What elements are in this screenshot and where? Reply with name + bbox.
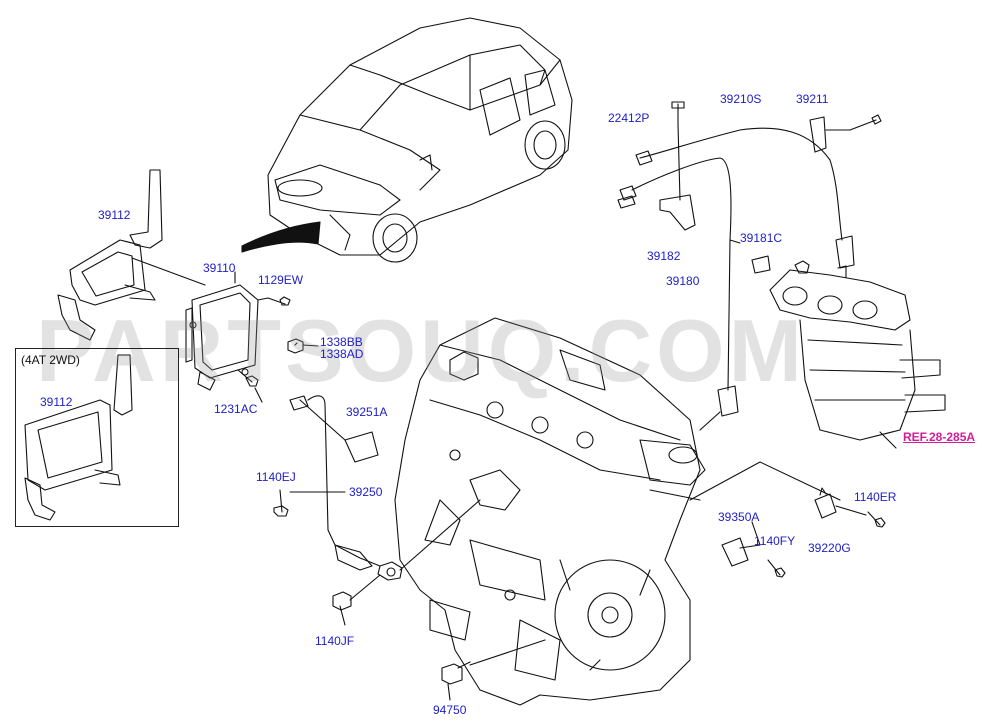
part-label-39112[interactable]: 39112 [98, 208, 131, 222]
inset-frame [15, 348, 179, 527]
part-label-39182[interactable]: 39182 [647, 249, 681, 263]
leader-line [879, 431, 897, 449]
bolt-1140ej-drawing [273, 489, 289, 517]
knock-sensor-harness-drawing [289, 395, 403, 581]
bolt-1231ac-drawing [237, 369, 259, 387]
bolt-1140jf-drawing [332, 591, 352, 626]
part-label-39210s[interactable]: 39210S [720, 92, 762, 106]
part-label-39250[interactable]: 39250 [349, 485, 383, 499]
part-label-39112-inset[interactable]: 39112 [40, 395, 73, 409]
part-label-39220g[interactable]: 39220G [808, 541, 851, 555]
part-label-1129ew[interactable]: 1129EW [258, 273, 304, 287]
bolt-1129ew-drawing [267, 296, 291, 306]
part-label-94750[interactable]: 94750 [433, 703, 467, 717]
engine-block-drawing [394, 317, 706, 706]
part-label-1338ad[interactable]: 1338AD [320, 347, 364, 361]
part-label-39110[interactable]: 39110 [203, 261, 236, 275]
exhaust-manifold-drawing [769, 260, 946, 441]
part-label-22412p[interactable]: 22412P [608, 111, 650, 125]
part-label-39180[interactable]: 39180 [666, 274, 700, 288]
locator-arrow [241, 221, 321, 253]
part-label-39181c[interactable]: 39181C [740, 231, 783, 245]
part-label-39350a[interactable]: 39350A [718, 510, 760, 524]
part-label-1231ac[interactable]: 1231AC [214, 402, 258, 416]
temp-sensor-drawing [814, 487, 886, 528]
inset-note: (4AT 2WD) [21, 353, 80, 367]
ecu-drawing [185, 284, 259, 391]
part-label-1140er[interactable]: 1140ER [854, 490, 897, 504]
ecu-bracket-drawing [57, 169, 163, 341]
cam-sensor-drawing [721, 537, 786, 578]
part-label-1338bb[interactable]: 1338BB [320, 335, 363, 349]
inset-bracket-drawing [24, 354, 133, 521]
oxygen-sensor-harness-drawing [617, 101, 882, 417]
part-label-1140ej[interactable]: 1140EJ [256, 470, 296, 484]
vehicle-illustration [267, 17, 573, 263]
part-label-1140fy[interactable]: 1140FY [754, 534, 796, 548]
part-label-1140jf[interactable]: 1140JF [315, 634, 355, 648]
nut-1338bb-drawing [287, 338, 304, 354]
reference-link-28-285a[interactable]: REF.28-285A [903, 430, 976, 444]
leader-line [131, 257, 206, 286]
part-label-39251a[interactable]: 39251A [346, 405, 388, 419]
sender-94750-drawing [441, 663, 463, 701]
part-label-39211[interactable]: 39211 [796, 92, 829, 106]
